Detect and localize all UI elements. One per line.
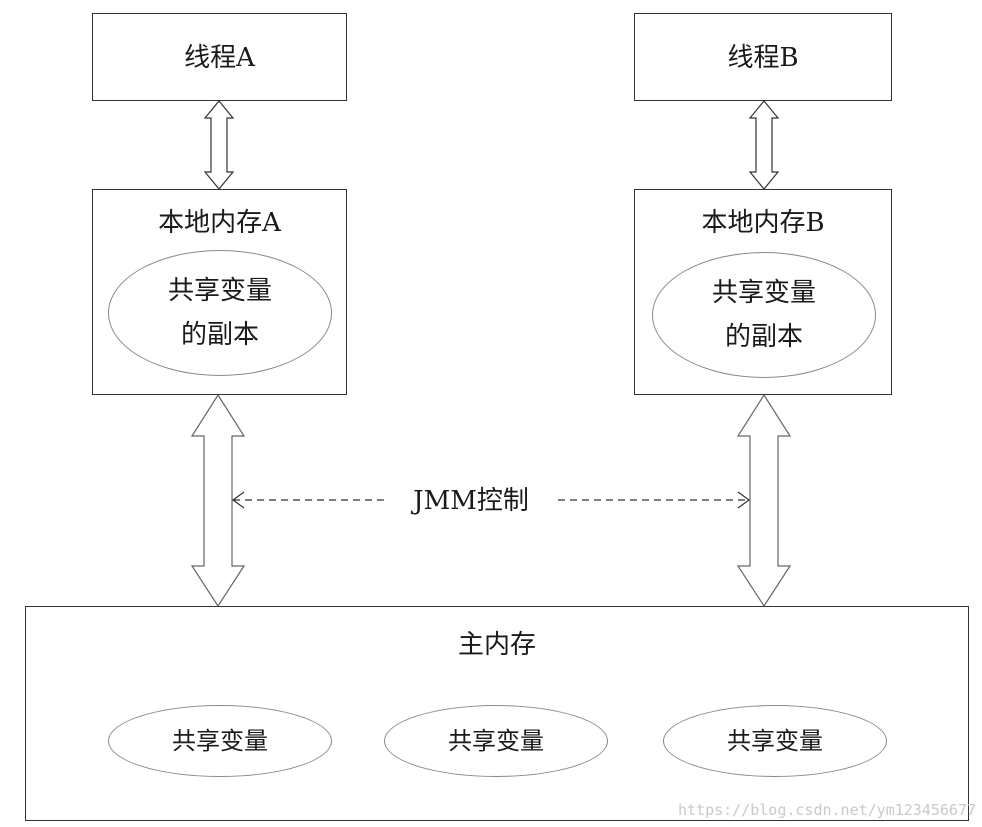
local-memory-a-title: 本地内存A [158,208,281,238]
thread-a-double-arrow [203,100,235,190]
local-memory-b-title: 本地内存B [701,208,825,238]
main-shared-variable-2: 共享变量 [384,705,608,777]
main-shared-variable-3: 共享变量 [663,705,887,777]
main-shared-variable-3-label: 共享变量 [727,727,823,755]
local-memory-a-copy-label: 共享变量 的副本 [167,276,272,350]
main-shared-variable-1-label: 共享变量 [172,727,268,755]
jmm-arrowhead-right [737,491,751,509]
local-memory-a-copy-ellipse: 共享变量 的副本 [108,250,332,376]
thread-a-box: 线程A [92,13,347,101]
watermark-url: https://blog.csdn.net/ym123456677 [677,801,976,819]
local-memory-b-copy-label: 共享变量 的副本 [711,278,816,352]
main-shared-variable-1: 共享变量 [108,705,332,777]
jmm-arrowhead-left [231,491,245,509]
local-memory-b-copy-ellipse: 共享变量 的副本 [652,252,876,378]
jmm-control-label: JMM控制 [413,486,529,516]
thread-a-label: 线程A [184,43,255,73]
main-memory-title: 主内存 [457,630,536,660]
thread-b-double-arrow [748,100,780,190]
thread-b-box: 线程B [634,13,892,101]
main-shared-variable-2-label: 共享变量 [448,727,544,755]
thread-b-label: 线程B [727,43,799,73]
local-b-main-double-arrow [736,393,792,608]
